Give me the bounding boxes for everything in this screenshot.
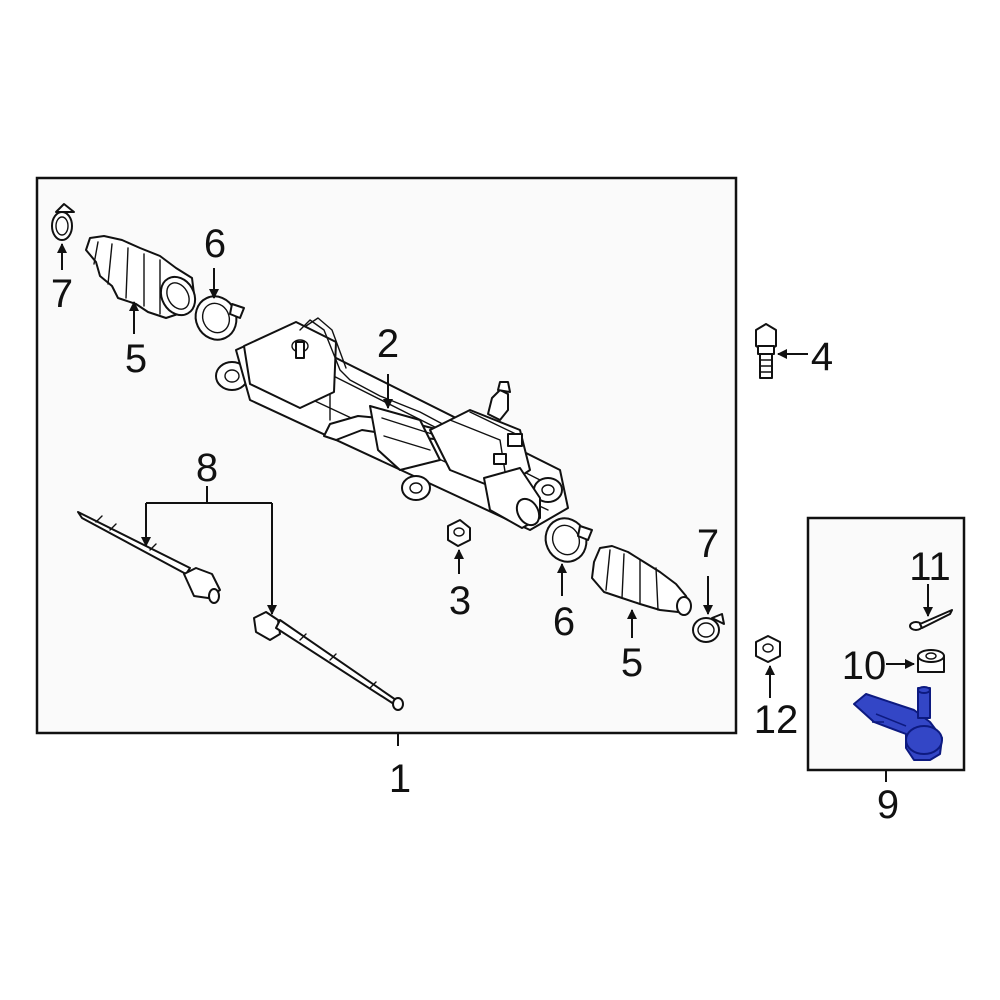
- rack-boot-right-icon[interactable]: [591, 545, 692, 616]
- tie-rod-end-box: [806, 516, 966, 772]
- callout-5-left: 5: [125, 337, 147, 381]
- castle-nut-icon[interactable]: [917, 649, 945, 673]
- rack-boot-left-icon[interactable]: [85, 235, 202, 321]
- boot-clamp-left-icon[interactable]: [51, 203, 75, 241]
- callout-5-right: 5: [621, 641, 643, 685]
- callout-12: 12: [754, 698, 799, 742]
- inner-tie-rod-left-icon[interactable]: [77, 511, 221, 604]
- callout-6-left: 6: [204, 222, 226, 266]
- boot-clamp-right-icon[interactable]: [692, 613, 725, 643]
- tie-rod-end-nut-icon[interactable]: [755, 635, 781, 663]
- mounting-nut-icon[interactable]: [447, 519, 471, 547]
- boot-band-right-icon[interactable]: [539, 512, 594, 569]
- callout-leaders: [57, 243, 933, 782]
- callout-8: 8: [196, 446, 218, 490]
- callout-7-left: 7: [51, 272, 73, 316]
- callout-2: 2: [377, 322, 399, 366]
- callout-7-right: 7: [697, 522, 719, 566]
- boot-band-left-icon[interactable]: [189, 290, 245, 347]
- callout-10: 10: [842, 644, 887, 688]
- inner-tie-rod-right-icon[interactable]: [253, 611, 404, 711]
- mounting-bolt-icon[interactable]: [755, 323, 777, 379]
- rack-housing-icon[interactable]: [215, 317, 569, 531]
- cotter-pin-icon[interactable]: [909, 609, 953, 631]
- outer-tie-rod-end-icon[interactable]: [853, 686, 943, 761]
- callout-9: 9: [877, 783, 899, 827]
- callout-3: 3: [449, 579, 471, 623]
- callout-11: 11: [909, 545, 951, 589]
- callout-6-right: 6: [553, 600, 575, 644]
- callout-1: 1: [389, 757, 411, 801]
- callout-4: 4: [811, 335, 833, 379]
